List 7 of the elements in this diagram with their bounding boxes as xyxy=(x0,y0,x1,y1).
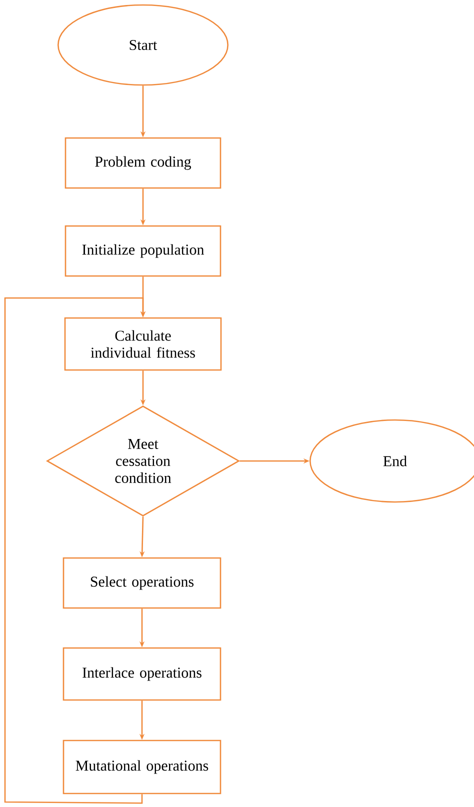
process-box: Initialize population xyxy=(64,225,222,277)
arrow xyxy=(4,297,146,804)
process-box: Select operations xyxy=(62,557,222,609)
process-box: Calculate individual fitness xyxy=(64,317,222,371)
process-box: Mutational operations xyxy=(62,740,222,794)
process-box: Problem coding xyxy=(64,137,222,189)
process-box: Interlace operations xyxy=(62,647,222,701)
